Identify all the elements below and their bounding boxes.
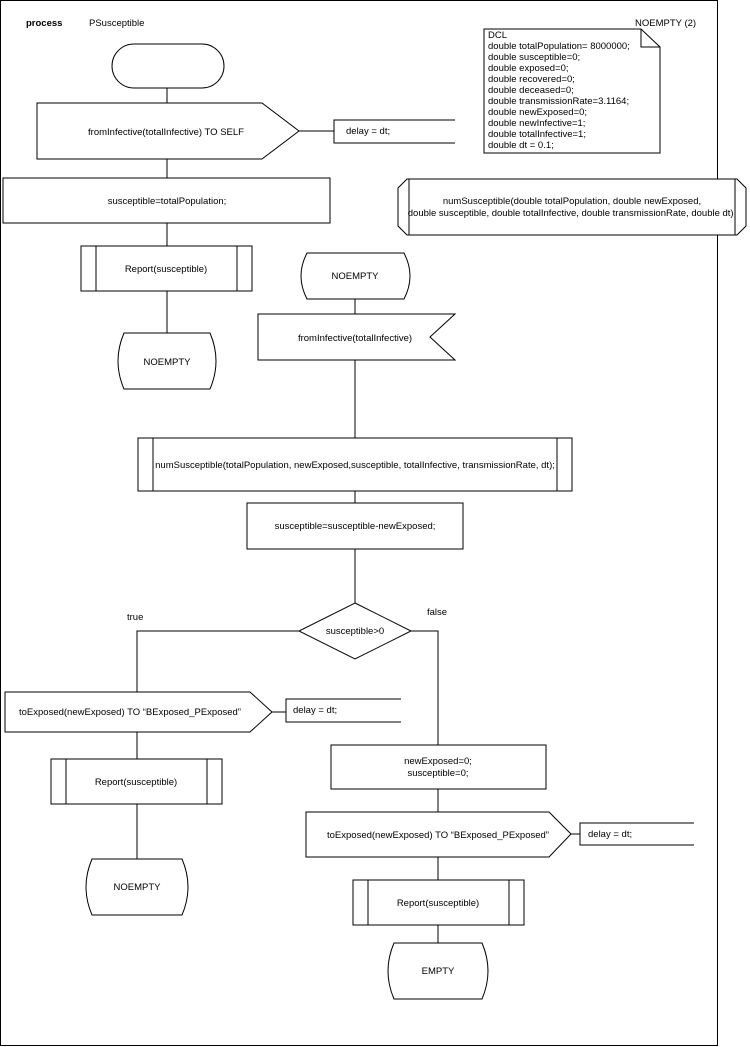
output-comment-text: delay = dt; [293, 705, 337, 716]
false-label: false [427, 607, 447, 618]
declaration-line: double deceased=0; [488, 85, 574, 96]
procedure-call-symbol [352, 879, 525, 926]
procedure-declaration-box [397, 178, 747, 236]
process-keyword: process [26, 18, 62, 29]
declaration-box-fold [640, 29, 660, 48]
comment-bracket [285, 698, 401, 723]
output-signal-symbol [36, 102, 300, 160]
next-state-symbol [85, 858, 189, 916]
state-text: NOEMPTY [332, 271, 380, 282]
output-signal-text: toExposed(newExposed) TO “BExposed_PExpo… [19, 707, 241, 718]
output-comment-text: delay = dt; [346, 126, 390, 137]
procedure-declaration-text: numSusceptible(double totalPopulation, d… [443, 196, 701, 207]
task-symbol [246, 502, 464, 550]
declaration-line: double dt = 0.1; [488, 140, 554, 151]
procedure-declaration-text: double susceptible, double totalInfectiv… [408, 208, 736, 219]
declaration-line: double totalPopulation= 8000000; [488, 41, 630, 52]
procedure-call-symbol [50, 758, 223, 805]
output-signal-text: fromInfective(totalInfective) TO SELF [88, 127, 244, 138]
next-state-symbol [387, 942, 489, 1000]
declaration-title: DCL [488, 30, 507, 41]
next-state-text: NOEMPTY [114, 882, 162, 893]
declaration-line: double transmissionRate=3.1164; [488, 96, 629, 107]
procedure-call-symbol [137, 437, 573, 492]
input-signal-text: fromInfective(totalInfective) [298, 333, 412, 344]
task-text: susceptible=susceptible-newExposed; [275, 521, 436, 532]
process-name: PSusceptible [89, 18, 144, 29]
task-symbol [2, 177, 331, 224]
comment-bracket [333, 119, 455, 144]
declaration-line: double newInfective=1; [488, 118, 585, 129]
decision-symbol [297, 602, 413, 660]
procedure-call-text: Report(susceptible) [125, 264, 207, 275]
declaration-line: double recovered=0; [488, 74, 575, 85]
task-symbol [330, 744, 547, 790]
procedure-call-text: Report(susceptible) [95, 777, 177, 788]
input-signal-symbol [257, 313, 457, 361]
declaration-line: double susceptible=0; [488, 52, 580, 63]
comment-bracket [579, 822, 694, 846]
true-label: true [127, 612, 143, 623]
decision-text: susceptible>0 [326, 626, 384, 637]
false-flow-line [411, 630, 439, 745]
next-state-text: NOEMPTY [144, 357, 192, 368]
declaration-line: double totalInfective=1; [488, 129, 586, 140]
start-symbol [111, 43, 225, 89]
task-text: susceptible=totalPopulation; [108, 196, 227, 207]
page-name: NOEMPTY (2) [635, 18, 696, 29]
task-text: newExposed=0; [404, 756, 472, 767]
next-state-text: EMPTY [422, 966, 455, 977]
true-flow-line [136, 630, 299, 692]
declaration-line: double newExposed=0; [488, 107, 587, 118]
output-signal-symbol [305, 811, 572, 858]
procedure-call-symbol [80, 245, 253, 292]
next-state-symbol [117, 332, 217, 390]
task-text: susceptible=0; [408, 768, 469, 779]
diagram-frame [0, 0, 718, 1046]
output-comment-text: delay = dt; [588, 829, 632, 840]
output-signal-symbol [4, 691, 273, 733]
declaration-box [483, 28, 661, 154]
procedure-call-text: numSusceptible(totalPopulation, newExpos… [155, 460, 555, 471]
output-signal-text: toExposed(newExposed) TO “BExposed_PExpo… [327, 830, 549, 841]
state-symbol [300, 252, 411, 300]
procedure-call-text: Report(susceptible) [397, 898, 479, 909]
declaration-line: double exposed=0; [488, 63, 569, 74]
